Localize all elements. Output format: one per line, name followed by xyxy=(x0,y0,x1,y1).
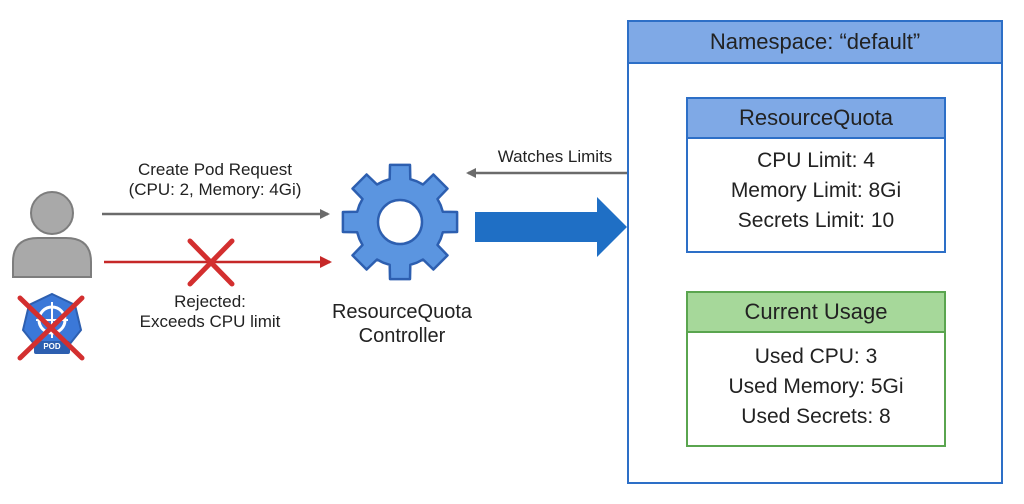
gear-hole xyxy=(376,198,424,246)
used-memory: Used Memory: 5Gi xyxy=(728,375,904,398)
resourcequota-limits: CPU Limit: 4 Memory Limit: 8Gi Secrets L… xyxy=(688,146,944,236)
controller-label: ResourceQuota Controller xyxy=(331,301,473,347)
current-usage-title: Current Usage xyxy=(688,293,944,333)
secrets-limit: Secrets Limit: 10 xyxy=(737,209,895,232)
pod-icon xyxy=(21,292,83,354)
rejected-x-icon xyxy=(187,238,235,287)
request-label: Create Pod Request (CPU: 2, Memory: 4Gi) xyxy=(128,160,302,200)
gear-icon xyxy=(341,163,459,281)
pod-badge-label: POD xyxy=(43,342,61,351)
used-cpu: Used CPU: 3 xyxy=(754,345,878,368)
watches-label: Watches Limits xyxy=(497,147,613,166)
namespace-title: Namespace: “default” xyxy=(629,22,1001,64)
user-icon xyxy=(12,191,92,278)
rejected-label: Rejected: Exceeds CPU limit xyxy=(139,292,281,332)
pod-rejected-x-icon xyxy=(17,295,85,361)
enforce-arrow xyxy=(475,197,627,257)
used-secrets: Used Secrets: 8 xyxy=(741,405,891,428)
cpu-limit: CPU Limit: 4 xyxy=(757,149,875,172)
current-usage-values: Used CPU: 3 Used Memory: 5Gi Used Secret… xyxy=(688,342,944,432)
memory-limit: Memory Limit: 8Gi xyxy=(730,179,902,202)
resourcequota-title: ResourceQuota xyxy=(688,99,944,139)
